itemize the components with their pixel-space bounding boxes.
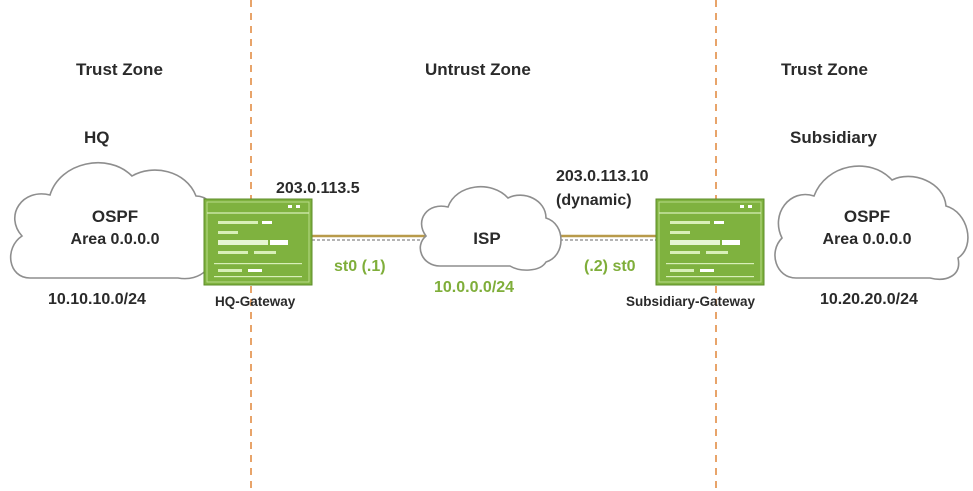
hq-area-label: Area 0.0.0.0 [70,231,160,248]
hq-public-ip: 203.0.113.5 [276,180,360,197]
subsidiary-public-ip: 203.0.113.10 [556,168,649,185]
hq-gateway-icon [203,198,313,286]
subsidiary-tunnel-label: (.2) st0 [584,258,636,275]
hq-site-label: HQ [84,128,110,147]
subsidiary-protocol-label: OSPF [843,207,891,226]
isp-subsidiary-link [550,234,660,241]
subsidiary-gateway-name: Subsidiary-Gateway [626,294,756,309]
isp-tunnel-subnet: 10.0.0.0/24 [434,279,515,296]
subsidiary-cloud-icon [774,165,969,280]
zone-label-middle: Untrust Zone [425,60,531,79]
zone-label-right: Trust Zone [781,60,868,79]
subsidiary-area-label: Area 0.0.0.0 [822,231,912,248]
hq-subnet-label: 10.10.10.0/24 [48,291,146,308]
subsidiary-gateway-icon [655,198,765,286]
hq-gateway-name: HQ-Gateway [215,294,296,309]
isp-label: ISP [473,229,501,248]
hq-tunnel-label: st0 (.1) [334,258,386,275]
hq-protocol-label: OSPF [91,207,139,226]
hq-isp-link [312,234,425,241]
zone-label-left: Trust Zone [76,60,163,79]
subsidiary-subnet-label: 10.20.20.0/24 [820,291,918,308]
isp-cloud-icon [419,185,562,271]
subsidiary-public-ip-note: (dynamic) [556,192,632,209]
subsidiary-site-label: Subsidiary [790,128,877,147]
